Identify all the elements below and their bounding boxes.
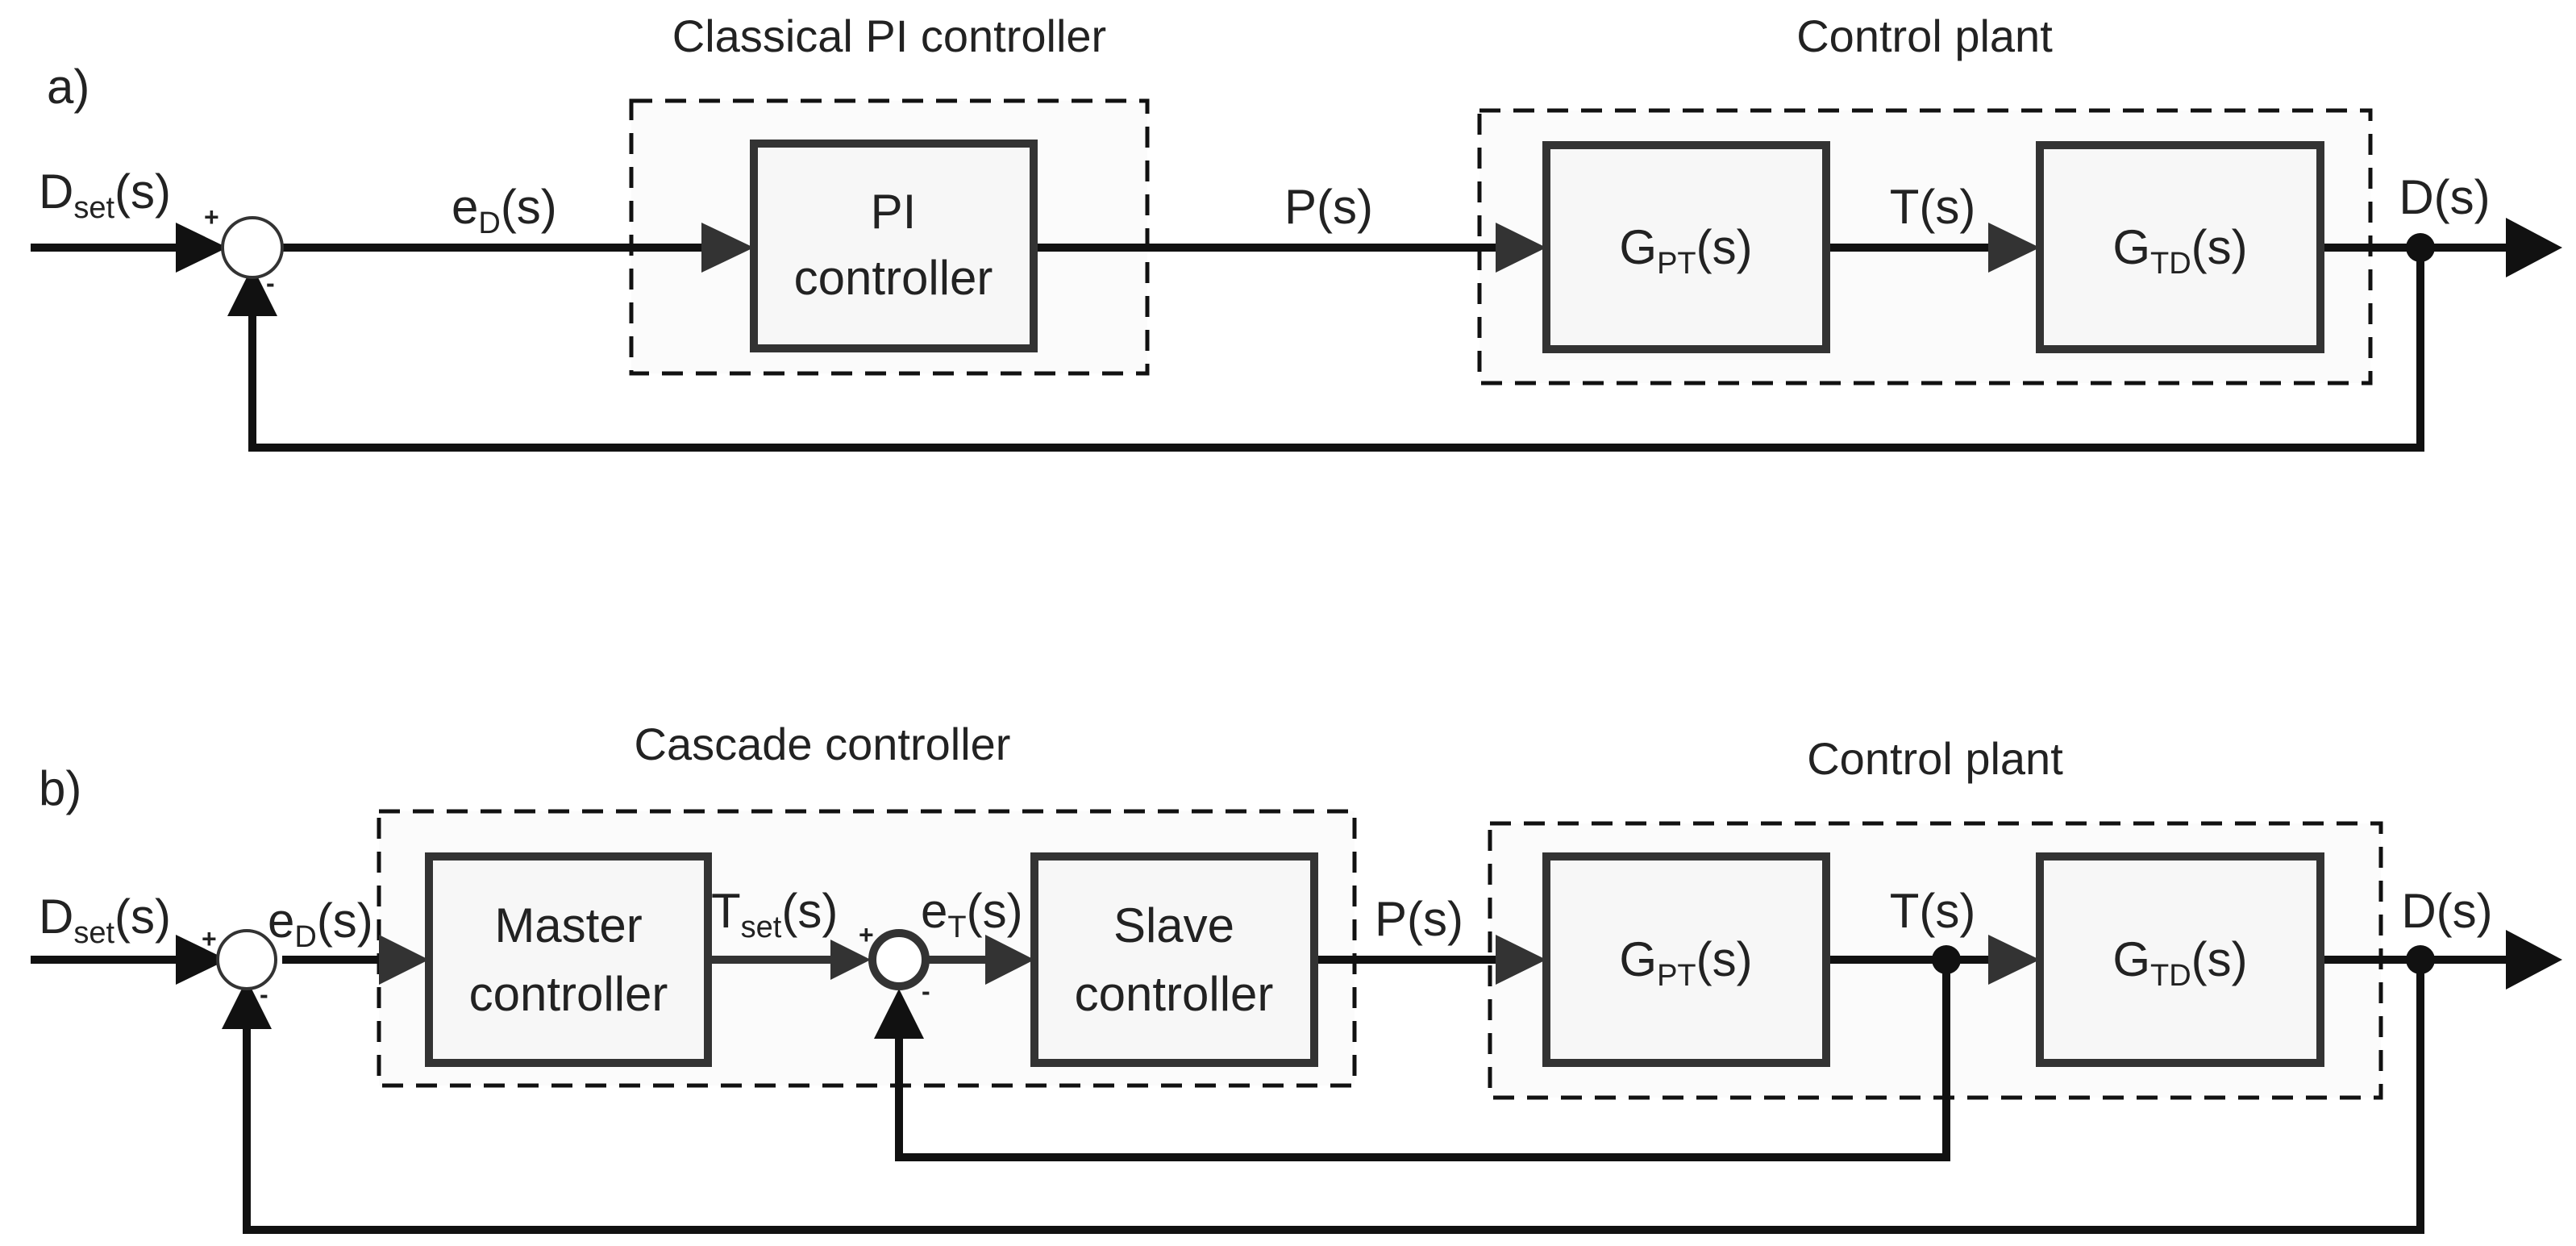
gtd-input-arrowhead-a bbox=[1988, 223, 2040, 273]
master-controller-block bbox=[425, 852, 712, 1067]
inner-summing-junction bbox=[868, 929, 930, 990]
outer-feedback-arrowhead bbox=[222, 979, 272, 1029]
slave-input-arrowhead bbox=[985, 935, 1034, 985]
plant-group-b-title: Control plant bbox=[1807, 733, 2063, 784]
input-label-b: Dset(s) bbox=[39, 890, 171, 950]
pi-controller-line1: PI bbox=[871, 185, 917, 239]
gtd-block-b bbox=[2036, 852, 2324, 1067]
diagram-b: b) Cascade controller Control plant + - bbox=[31, 719, 2562, 1234]
pi-controller-block bbox=[750, 140, 1038, 352]
inner-feedback-arrowhead bbox=[874, 989, 924, 1039]
output-arrowhead-a bbox=[2506, 218, 2562, 277]
outer-summing-junction bbox=[216, 929, 277, 990]
error-label-b: eD(s) bbox=[268, 894, 373, 954]
p-signal-label-b: P(s) bbox=[1375, 892, 1463, 946]
gtd-input-arrowhead-b bbox=[1988, 935, 2040, 985]
slave-controller-line1: Slave bbox=[1113, 898, 1234, 952]
cascade-controller-group-title: Cascade controller bbox=[635, 719, 1011, 769]
outer-plus-sign: + bbox=[202, 924, 217, 953]
plant-group-a-title: Control plant bbox=[1796, 10, 2053, 61]
gpt-input-arrowhead-b bbox=[1496, 935, 1546, 985]
inner-feedback-wire bbox=[895, 960, 1950, 1161]
t-signal-label-a: T(s) bbox=[1890, 180, 1976, 234]
input-label-a: Dset(s) bbox=[39, 165, 171, 225]
error-t-label: eT(s) bbox=[921, 884, 1023, 944]
feedback-wire-a bbox=[248, 248, 2424, 452]
pi-controller-line2: controller bbox=[794, 251, 993, 305]
input-arrowhead-a bbox=[176, 223, 227, 273]
gpt-input-arrowhead-a bbox=[1496, 223, 1546, 273]
slave-controller-line2: controller bbox=[1075, 967, 1274, 1021]
p-signal-label-a: P(s) bbox=[1284, 180, 1373, 234]
pi-input-arrowhead bbox=[701, 223, 754, 273]
inner-minus-sign: - bbox=[922, 977, 930, 1006]
gtd-label-a: GTD(s) bbox=[2112, 220, 2247, 281]
t-signal-label-b: T(s) bbox=[1890, 884, 1976, 938]
slave-controller-block bbox=[1030, 852, 1318, 1067]
diagram-a-tag: a) bbox=[47, 60, 89, 114]
master-input-arrowhead bbox=[379, 935, 429, 985]
feedback-arrowhead-a bbox=[227, 266, 277, 316]
gpt-block-a bbox=[1542, 141, 1830, 353]
inner-sum-arrowhead bbox=[830, 940, 871, 980]
gtd-block-a bbox=[2036, 141, 2324, 353]
master-controller-line1: Master bbox=[494, 898, 642, 952]
output-label-a: D(s) bbox=[2399, 170, 2490, 224]
output-arrowhead-b bbox=[2506, 930, 2562, 990]
diagram-a: a) Classical PI controller Control plant… bbox=[31, 10, 2562, 452]
gpt-label-a: GPT(s) bbox=[1619, 220, 1752, 281]
error-label-a: eD(s) bbox=[452, 180, 557, 240]
t-set-label: Tset(s) bbox=[711, 884, 838, 944]
gtd-label-b: GTD(s) bbox=[2112, 932, 2247, 993]
inner-plus-sign: + bbox=[859, 920, 874, 949]
classical-pi-group-title: Classical PI controller bbox=[672, 10, 1106, 61]
minus-sign-a: - bbox=[266, 269, 275, 298]
outer-feedback-wire bbox=[243, 960, 2424, 1234]
diagram-b-tag: b) bbox=[39, 761, 81, 815]
gpt-label-b: GPT(s) bbox=[1619, 932, 1752, 993]
plus-sign-a: + bbox=[204, 202, 219, 231]
input-arrowhead-b bbox=[176, 935, 227, 985]
gpt-block-b bbox=[1542, 852, 1830, 1067]
summing-junction-a bbox=[221, 216, 284, 279]
outer-minus-sign: - bbox=[260, 980, 268, 1009]
output-label-b: D(s) bbox=[2401, 884, 2492, 938]
master-controller-line2: controller bbox=[469, 967, 668, 1021]
